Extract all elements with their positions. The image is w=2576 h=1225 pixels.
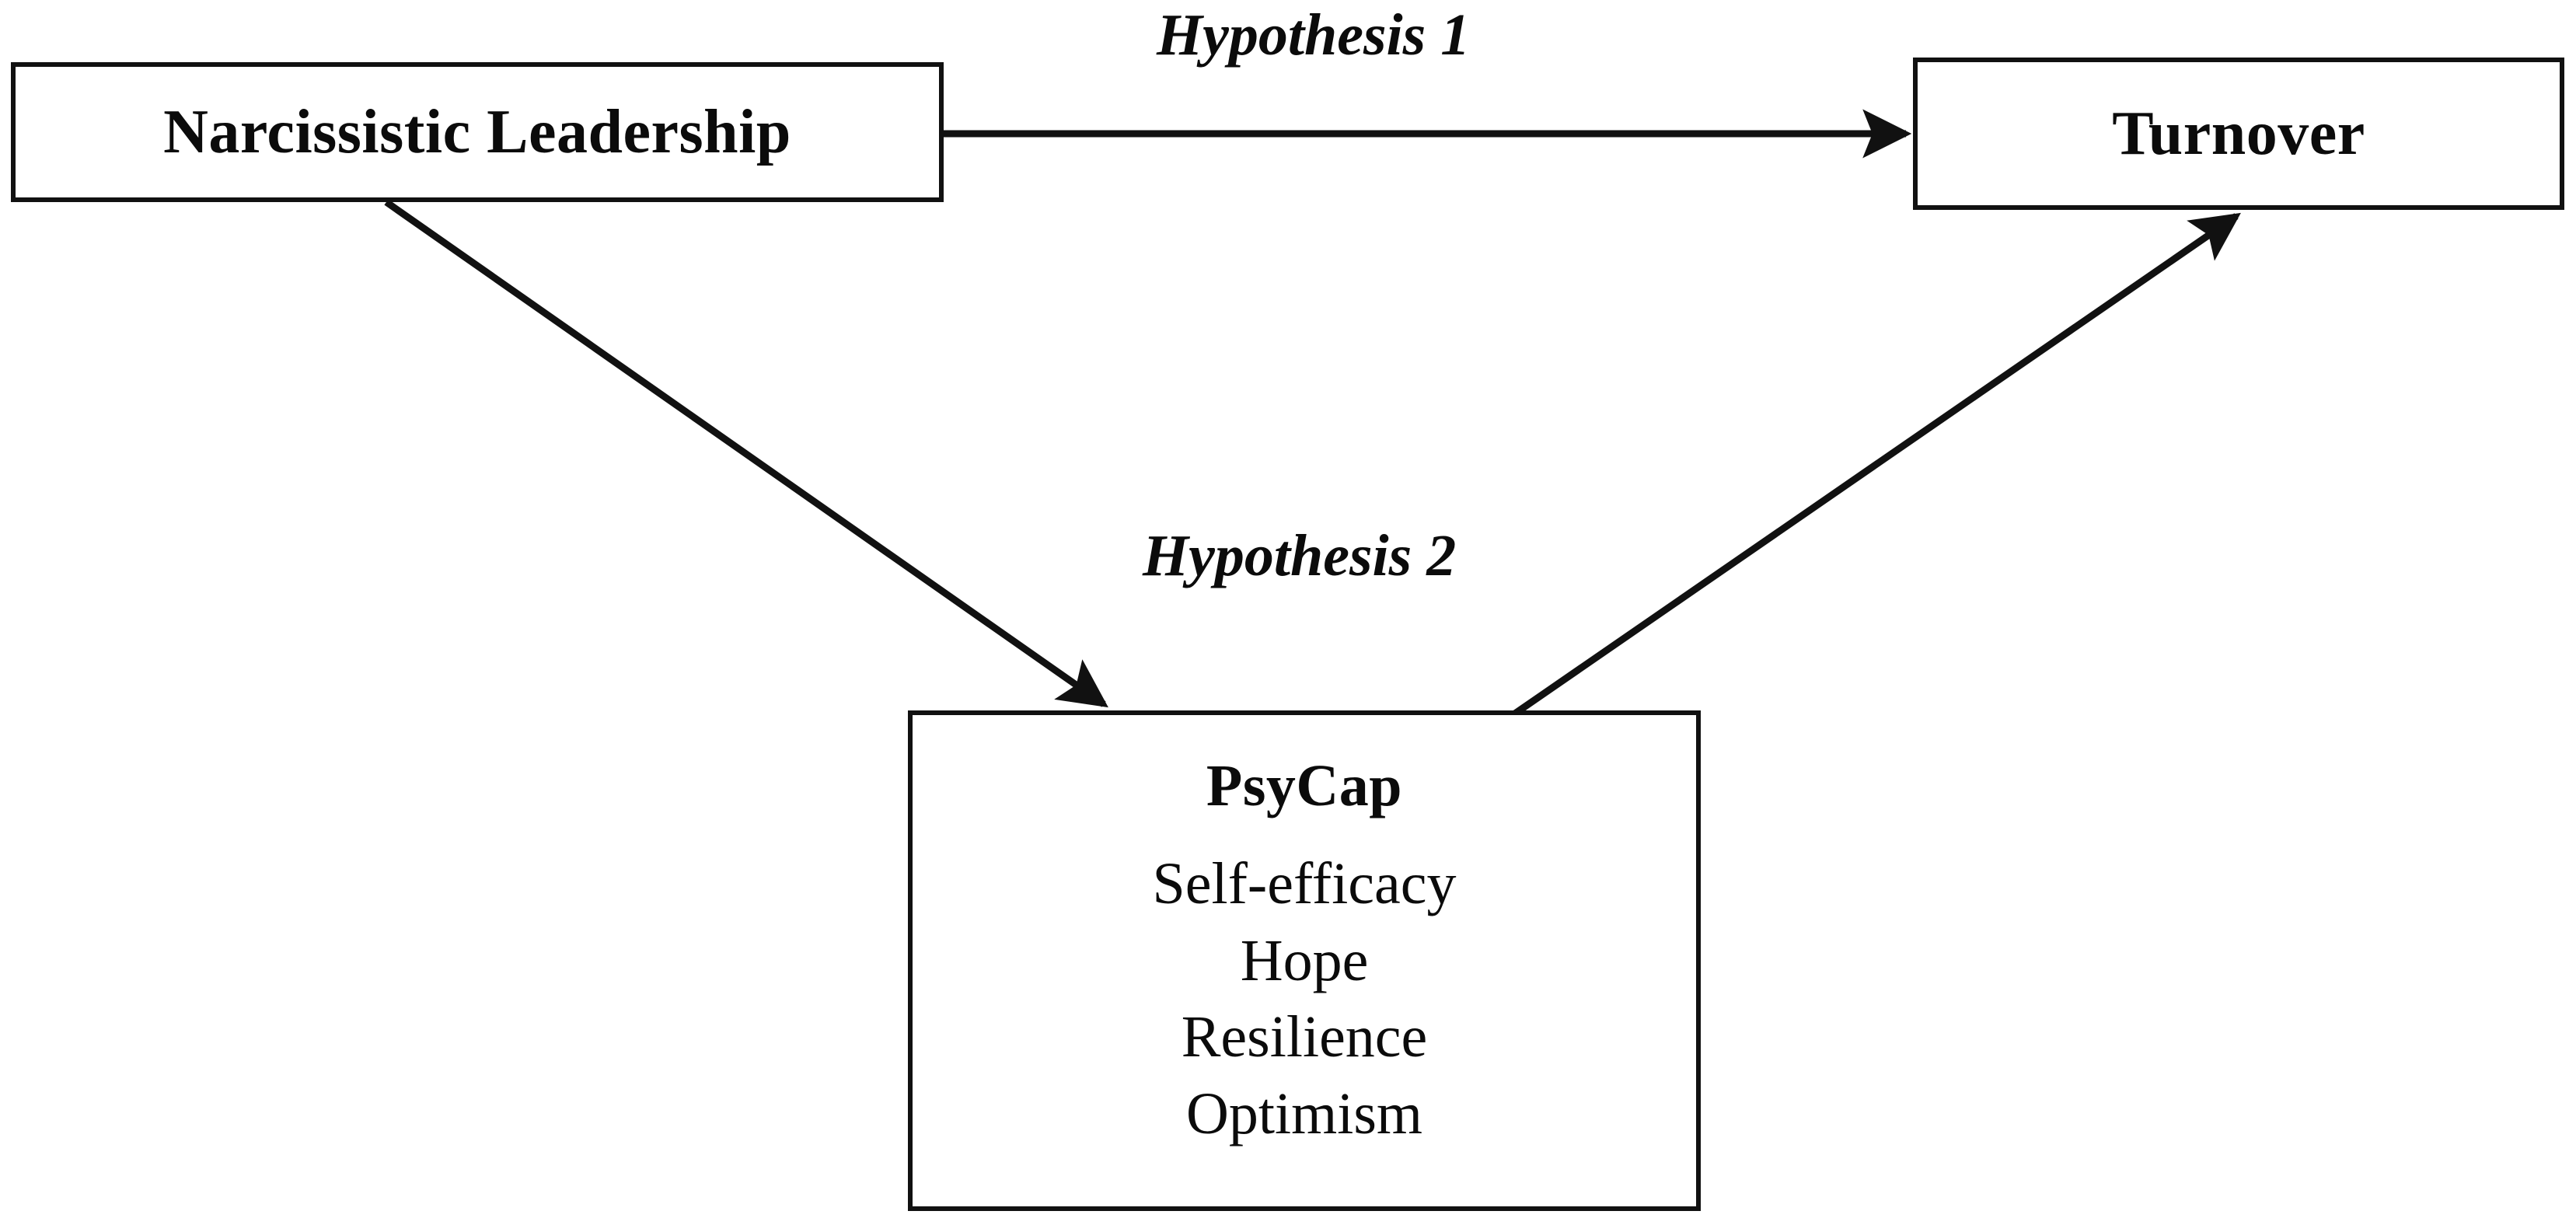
node-psycap-label: PsyCap xyxy=(1206,753,1403,818)
psycap-item-optimism: Optimism xyxy=(1185,1081,1423,1147)
edge-label-hypothesis-2: Hypothesis 2 xyxy=(1143,523,1457,588)
edge-narcissistic-to-psycap-line xyxy=(384,199,1108,708)
node-narcissistic-leadership[interactable]: Narcissistic Leadership xyxy=(11,62,944,202)
node-narcissistic-leadership-label: Narcissistic Leadership xyxy=(163,98,791,166)
node-turnover-label: Turnover xyxy=(2112,99,2365,168)
edge-hypothesis-2-line xyxy=(1510,212,2241,718)
psycap-item-self-efficacy: Self-efficacy xyxy=(1152,850,1457,916)
node-psycap[interactable]: PsyCap Self-efficacy Hope Resilience Opt… xyxy=(908,710,1701,1211)
edge-label-hypothesis-1: Hypothesis 1 xyxy=(1157,2,1471,68)
psycap-item-hope: Hope xyxy=(1240,927,1369,993)
psycap-dimension-list: Self-efficacy Hope Resilience Optimism xyxy=(913,846,1696,1153)
node-turnover[interactable]: Turnover xyxy=(1913,58,2564,210)
psycap-item-resilience: Resilience xyxy=(1181,1004,1428,1070)
